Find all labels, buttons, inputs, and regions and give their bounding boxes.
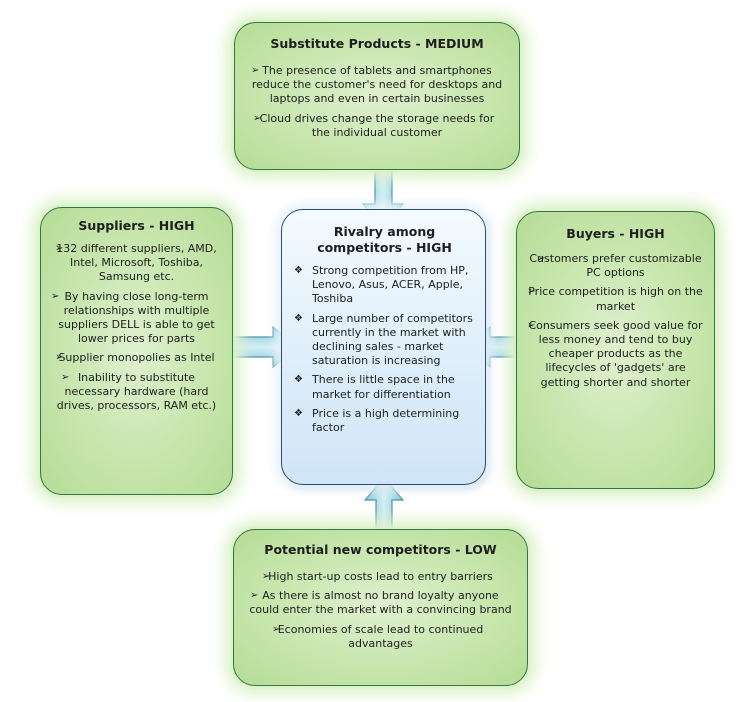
diamond-bullet-icon: ❖ bbox=[294, 265, 303, 276]
buyers-item: ➢Customers prefer customizable PC option… bbox=[529, 252, 702, 280]
rivalry-item: ❖There is little space in the market for… bbox=[294, 373, 455, 401]
arrow-bullet-icon: ➢ bbox=[55, 243, 64, 254]
arrow-bullet-icon: ➢ bbox=[272, 623, 281, 635]
arrow-new-competitors-to-rivalry bbox=[363, 477, 405, 533]
buyers-item: ➢Consumers seek good value for less mone… bbox=[527, 318, 703, 389]
new-competitors-box: Potential new competitors - LOW ➢High st… bbox=[233, 529, 528, 686]
diamond-bullet-icon: ❖ bbox=[294, 312, 303, 324]
arrow-bullet-icon: ➢ bbox=[527, 286, 536, 298]
diamond-bullet-icon: ❖ bbox=[294, 374, 303, 386]
arrow-bullet-icon: ➢ bbox=[251, 65, 260, 76]
rivalry-title: Rivalry among competitors - HIGH bbox=[317, 224, 452, 255]
diamond-bullet-icon: ❖ bbox=[294, 407, 303, 419]
buyers-item: ➢Price competition is high on the market bbox=[527, 285, 703, 313]
new-competitors-title: Potential new competitors - LOW bbox=[264, 542, 497, 557]
suppliers-item: ➢By having close long-term relationships… bbox=[51, 289, 215, 346]
suppliers-item: ➢Supplier monopolies as Intel bbox=[55, 351, 215, 365]
arrow-bullet-icon: ➢ bbox=[262, 571, 271, 582]
suppliers-item: ➢132 different suppliers, AMD, Intel, Mi… bbox=[55, 242, 217, 284]
arrow-bullet-icon: ➢ bbox=[250, 590, 259, 602]
arrow-bullet-icon: ➢ bbox=[55, 352, 64, 364]
arrow-bullet-icon: ➢ bbox=[537, 253, 546, 264]
rivalry-item: ❖Strong competition from HP, Lenovo, Asu… bbox=[294, 264, 469, 306]
buyers-title: Buyers - HIGH bbox=[566, 226, 665, 241]
rivalry-item: ❖Price is a high determining factor bbox=[294, 406, 460, 435]
suppliers-box: Suppliers - HIGH ➢132 different supplier… bbox=[40, 207, 233, 495]
arrow-bullet-icon: ➢ bbox=[61, 371, 70, 383]
suppliers-title: Suppliers - HIGH bbox=[78, 218, 195, 233]
rivalry-item: ❖Large number of competitors currently i… bbox=[294, 311, 473, 368]
suppliers-item: ➢Inability to substitute necessary hardw… bbox=[56, 370, 217, 413]
substitute-products-title: Substitute Products - MEDIUM bbox=[270, 36, 484, 51]
substitute-item: ➢The presence of tablets and smartphones… bbox=[251, 64, 503, 106]
arrow-bullet-icon: ➢ bbox=[51, 290, 60, 302]
arrow-bullet-icon: ➢ bbox=[253, 112, 262, 124]
rivalry-box: Rivalry among competitors - HIGH ❖Strong… bbox=[281, 209, 486, 485]
new-competitors-item: ➢As there is almost no brand loyalty any… bbox=[249, 589, 512, 617]
new-competitors-item: ➢High start-up costs lead to entry barri… bbox=[262, 570, 493, 583]
arrow-bullet-icon: ➢ bbox=[527, 319, 536, 331]
substitute-item: ➢Cloud drives change the storage needs f… bbox=[253, 111, 495, 139]
new-competitors-item: ➢Economies of scale lead to continued ad… bbox=[272, 622, 484, 650]
buyers-box: Buyers - HIGH ➢Customers prefer customiz… bbox=[516, 211, 715, 489]
substitute-products-box: Substitute Products - MEDIUM ➢The presen… bbox=[234, 22, 520, 170]
